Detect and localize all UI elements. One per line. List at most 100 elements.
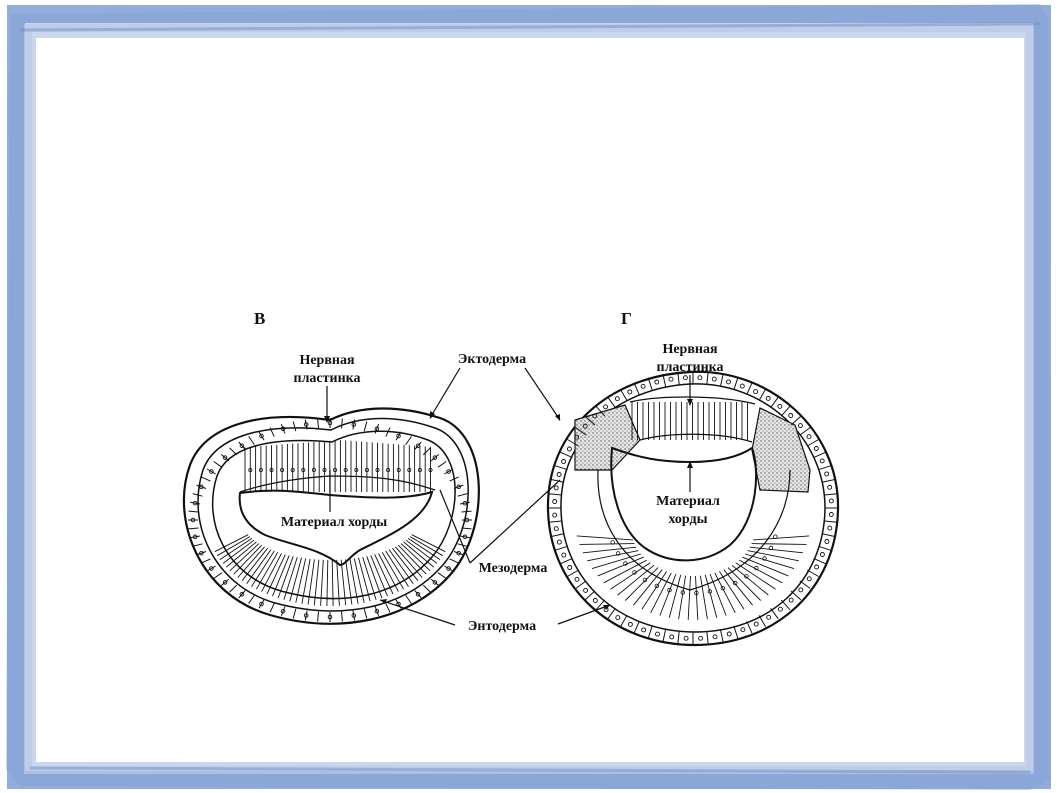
cell-nucleus	[680, 590, 685, 595]
ectoderm-cell-wall	[449, 558, 459, 564]
label-neural-plate-v-2: пластинка	[294, 371, 361, 386]
cell-nucleus	[259, 433, 264, 439]
cell-nucleus	[582, 423, 588, 429]
ectoderm-cell-wall	[575, 427, 587, 436]
cell-nucleus	[556, 472, 562, 477]
ectoderm-cell-wall	[304, 610, 308, 621]
ectoderm-cell-wall	[192, 543, 203, 547]
cell-nucleus	[828, 512, 834, 517]
cell-nucleus	[654, 583, 659, 589]
cell-nucleus	[280, 467, 285, 472]
cell-nucleus	[754, 565, 759, 571]
ectoderm-cell-wall	[437, 572, 447, 579]
ectoderm-cell-wall	[548, 493, 562, 496]
cell-nucleus	[627, 621, 633, 627]
ectoderm-cell-wall	[317, 611, 319, 622]
cell-nucleus	[199, 550, 204, 556]
cell-nucleus	[753, 389, 759, 395]
cell-nucleus	[311, 467, 316, 472]
ectoderm-cell-wall	[258, 599, 265, 609]
ectoderm-cell-wall	[405, 436, 412, 445]
cell-nucleus	[222, 580, 228, 585]
endoderm-cell-wall	[687, 575, 691, 620]
endoderm-cell-wall	[633, 569, 663, 606]
cell-nucleus	[407, 467, 412, 472]
ectoderm-cell-wall	[567, 439, 579, 447]
ectoderm-cell-wall	[238, 441, 246, 450]
cell-nucleus	[280, 608, 286, 614]
ectoderm-cell-wall	[341, 611, 343, 622]
cell-nucleus	[744, 574, 749, 579]
cell-nucleus	[827, 484, 833, 490]
endoderm-cell-wall	[659, 573, 677, 616]
cell-nucleus	[446, 566, 451, 571]
cell-nucleus	[456, 484, 461, 490]
cell-nucleus	[259, 601, 264, 607]
endoderm-cell-wall	[678, 575, 687, 620]
endoderm-cell-wall	[385, 550, 409, 587]
cell-nucleus	[592, 413, 598, 419]
cell-nucleus	[301, 467, 306, 472]
ectoderm-cell-wall	[444, 468, 454, 475]
ectoderm-cell-wall	[584, 590, 596, 601]
endoderm-cell-wall	[587, 550, 639, 562]
endoderm-cell-wall	[709, 573, 727, 616]
ectoderm-cell-wall	[595, 405, 606, 417]
cell-nucleus	[694, 590, 699, 596]
cell-nucleus	[669, 634, 675, 640]
cell-nucleus	[798, 587, 804, 593]
cell-nucleus	[553, 485, 559, 491]
ectoderm-cell-wall	[607, 608, 616, 620]
endoderm-cell-wall	[641, 571, 667, 610]
endoderm-cell-wall	[301, 558, 311, 604]
cell-nucleus	[797, 423, 803, 429]
endoderm-cell-wall	[272, 555, 290, 597]
label-mesoderm: Мезодерма	[479, 561, 548, 576]
cell-nucleus	[192, 500, 198, 506]
endoderm-cell-wall	[397, 544, 427, 575]
cell-nucleus	[375, 467, 380, 472]
cell-nucleus	[456, 550, 461, 556]
ectoderm-cell-wall	[554, 545, 568, 551]
cell-nucleus	[777, 606, 783, 612]
endoderm-cell-wall	[603, 559, 648, 584]
cell-nucleus	[396, 467, 401, 472]
ectoderm-cell-wall	[405, 595, 412, 604]
cell-nucleus	[386, 467, 391, 472]
ectoderm-cell-wall	[821, 533, 835, 537]
endoderm-cell-wall	[283, 556, 298, 600]
cell-nucleus	[428, 467, 433, 472]
cell-nucleus	[303, 613, 309, 618]
ectoderm-cell-wall	[374, 606, 380, 616]
ectoderm-cell-wall	[317, 418, 319, 429]
endoderm-cell-wall	[392, 547, 419, 581]
endoderm-cell-wall	[374, 554, 394, 595]
cell-nucleus	[462, 534, 468, 540]
cell-nucleus	[446, 469, 451, 474]
ectoderm-cell-wall	[459, 535, 470, 539]
cell-nucleus	[343, 467, 348, 472]
cell-nucleus	[432, 580, 438, 585]
endoderm-cell-wall	[381, 551, 404, 590]
ectoderm-cell-wall	[560, 451, 573, 459]
ectoderm-cell-wall	[821, 479, 835, 483]
ectoderm-cell-wall	[548, 520, 562, 523]
endoderm-cell-wall	[749, 546, 804, 554]
ectoderm-cell-wall	[196, 484, 207, 489]
cell-nucleus	[642, 577, 648, 583]
endoderm-cell-wall	[624, 567, 659, 601]
cell-nucleus	[290, 467, 295, 472]
ectoderm-cell-wall	[677, 371, 680, 385]
ectoderm-cell-wall	[818, 465, 832, 471]
cell-nucleus	[726, 631, 732, 637]
endoderm-cell-wall	[226, 541, 257, 568]
cell-nucleus	[641, 627, 647, 633]
cell-nucleus	[610, 540, 615, 545]
cell-nucleus	[668, 376, 674, 382]
endoderm-cell-wall	[411, 534, 446, 553]
ectoderm-cell-wall	[238, 590, 246, 599]
panel-letter-g: Г	[621, 309, 632, 328]
cell-nucleus	[697, 375, 703, 381]
ectoderm-cell-wall	[258, 431, 265, 441]
endoderm-cell-wall	[388, 549, 414, 584]
